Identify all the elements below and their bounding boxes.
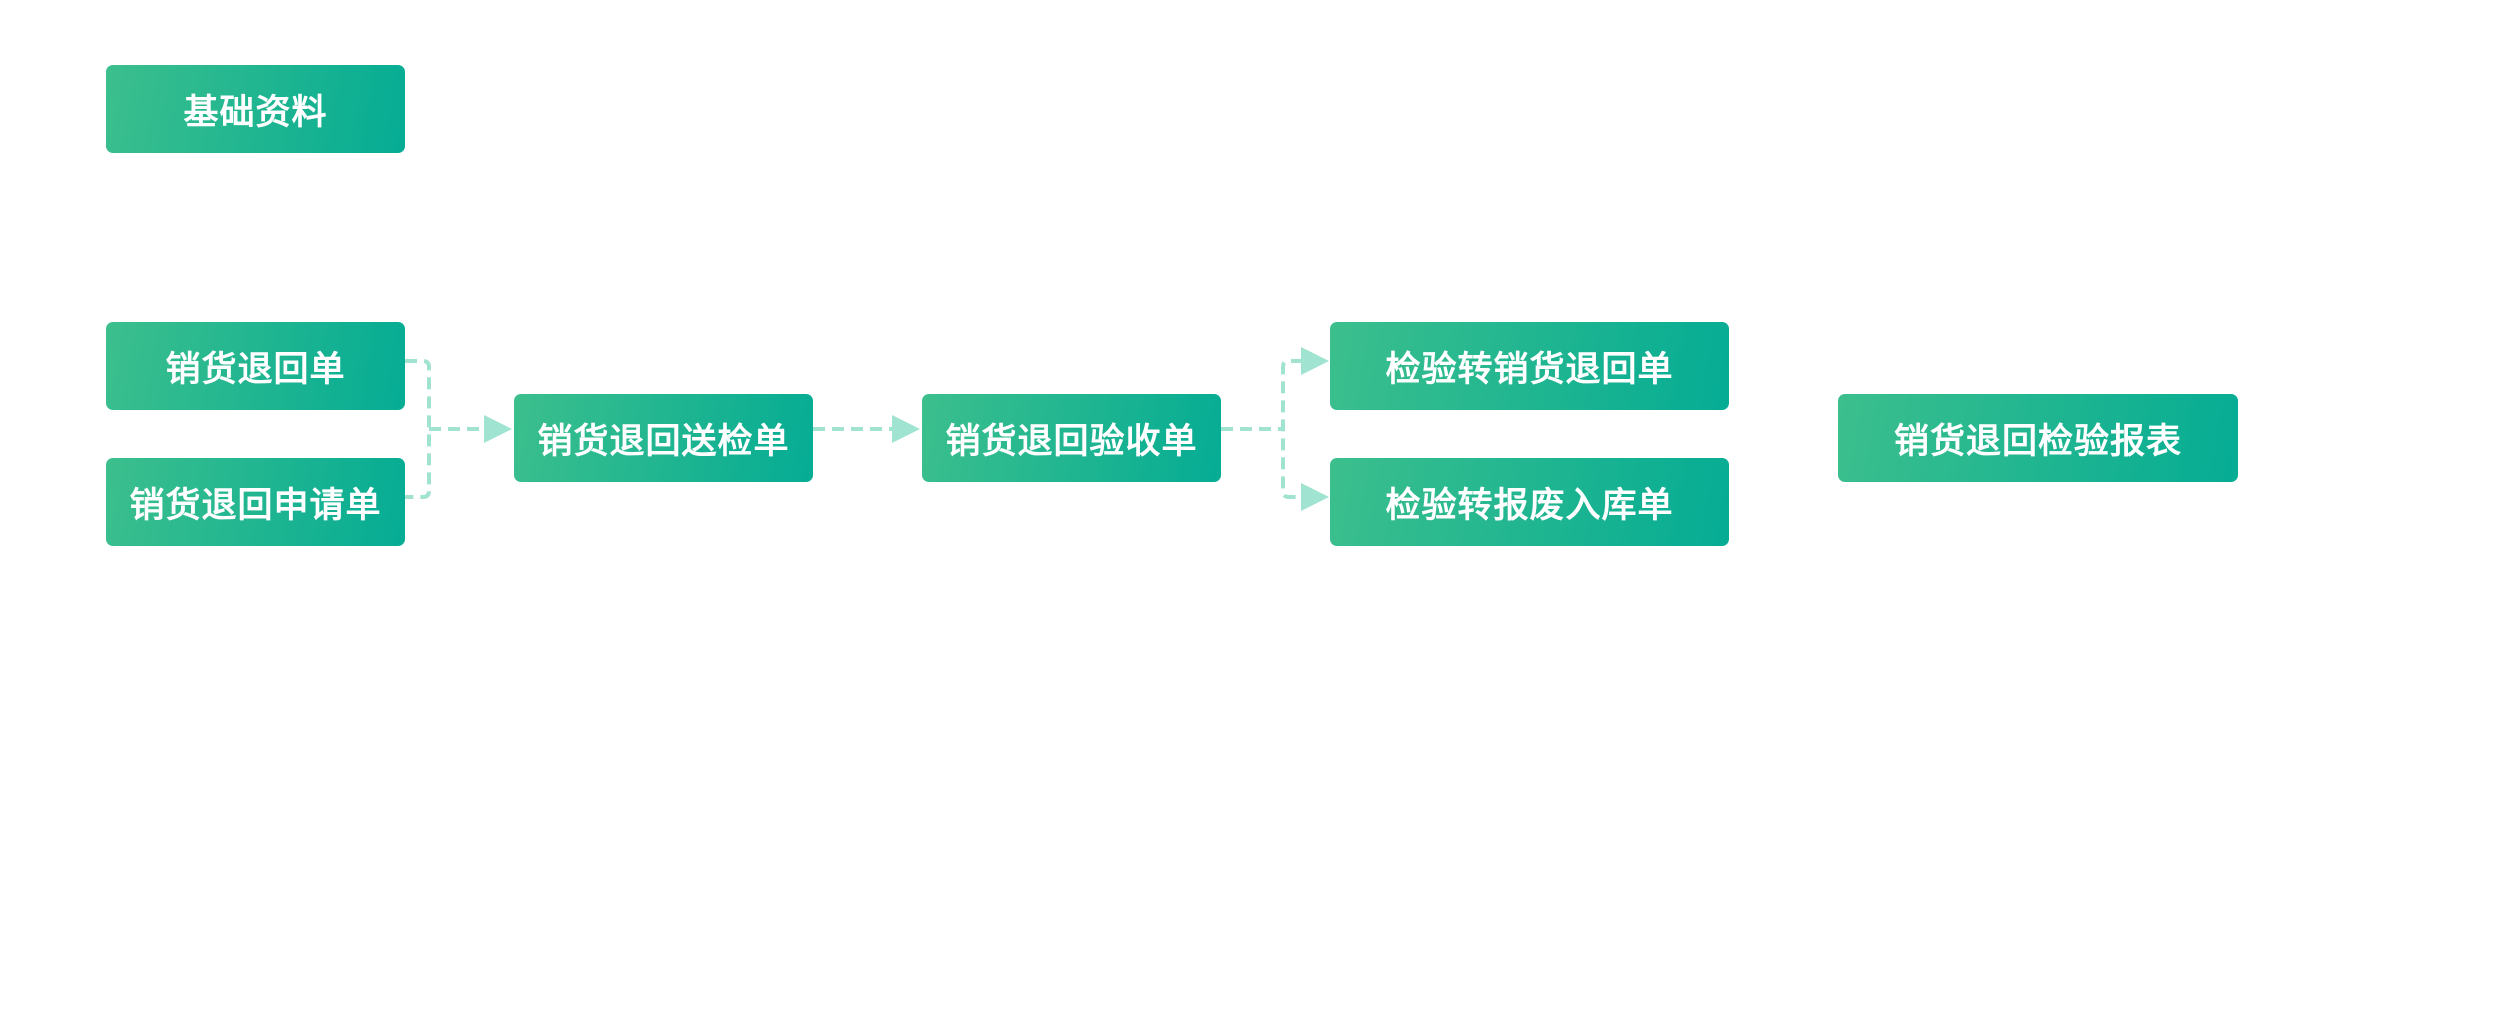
connector-merge-in	[405, 359, 486, 499]
node-inspection-to-scrap-storage[interactable]: 检验转报废入库单	[1330, 458, 1729, 546]
connector-split-out	[1221, 359, 1303, 499]
arrow-icon	[484, 415, 512, 443]
node-sales-return-inspection-report[interactable]: 销货退回检验报表	[1838, 394, 2238, 482]
node-sales-return-acceptance[interactable]: 销货退回验收单	[922, 394, 1221, 482]
node-inspection-to-sales-return[interactable]: 检验转销货退回单	[1330, 322, 1729, 410]
node-sales-return-order[interactable]: 销货退回单	[106, 322, 405, 410]
node-basic-data[interactable]: 基础资料	[106, 65, 405, 153]
node-sales-return-inspection-submit[interactable]: 销货退回送检单	[514, 394, 813, 482]
arrow-icon	[892, 415, 920, 443]
node-sales-return-request[interactable]: 销货退回申请单	[106, 458, 405, 546]
arrow-icon	[1301, 347, 1329, 375]
arrow-icon	[1301, 483, 1329, 511]
